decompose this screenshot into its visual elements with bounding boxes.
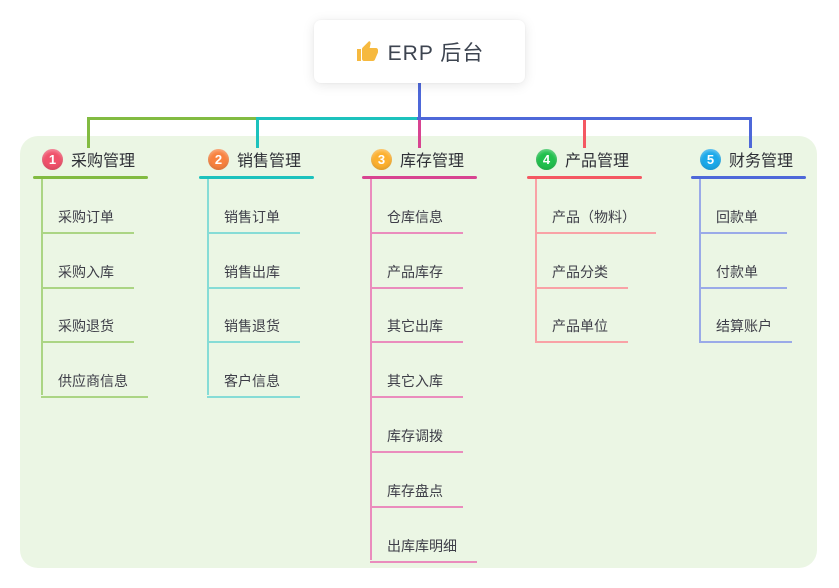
- connector-bar-segment: [86, 117, 259, 120]
- item-label: 供应商信息: [58, 373, 128, 390]
- item-node[interactable]: 产品（物料）: [535, 179, 656, 234]
- item-label: 回款单: [716, 208, 758, 225]
- branch-vertical-line: [535, 179, 537, 341]
- connector-drop: [86, 117, 90, 148]
- item-node[interactable]: 付款单: [699, 234, 787, 289]
- item-label: 采购订单: [58, 208, 114, 225]
- item-label: 采购退货: [58, 318, 114, 335]
- item-node[interactable]: 采购入库: [41, 234, 134, 289]
- item-node[interactable]: 产品单位: [535, 289, 628, 344]
- branch-label: 采购管理: [71, 153, 136, 170]
- item-node[interactable]: 仓库信息: [370, 179, 463, 234]
- branches-panel: [20, 136, 817, 568]
- item-label: 其它入库: [387, 373, 443, 390]
- item-node[interactable]: 其它入库: [370, 343, 463, 399]
- item-node[interactable]: 产品库存: [370, 234, 463, 289]
- branch-items: 产品（物料） 产品分类 产品单位: [527, 179, 697, 344]
- item-label: 采购入库: [58, 263, 114, 280]
- connector-drop: [417, 120, 421, 148]
- item-label: 客户信息: [224, 373, 280, 390]
- branch-header[interactable]: 2 销售管理: [199, 148, 369, 170]
- branch-vertical-line: [41, 179, 43, 396]
- branch-items: 销售订单 销售出库 销售退货 客户信息: [199, 179, 369, 399]
- item-label: 库存调拨: [387, 427, 443, 444]
- root-title: ERP 后台: [387, 41, 485, 65]
- branch-label: 产品管理: [565, 153, 630, 170]
- item-node[interactable]: 销售出库: [207, 234, 300, 289]
- branch-number-badge: 2: [208, 148, 229, 170]
- item-label: 销售出库: [224, 263, 280, 280]
- item-label: 产品（物料）: [552, 208, 636, 225]
- branch-items: 采购订单 采购入库 采购退货 供应商信息: [33, 179, 203, 399]
- branch-node-3: 3 库存管理 仓库信息 产品库存 其它出库 其它入库 库存调拨 库存盘点 出库库…: [362, 148, 532, 563]
- branch-header[interactable]: 1 采购管理: [33, 148, 203, 170]
- connector-drop: [748, 117, 752, 148]
- connector-drop: [255, 117, 259, 148]
- item-node[interactable]: 回款单: [699, 179, 787, 234]
- item-label: 其它出库: [387, 318, 443, 335]
- connector-bar-segment: [255, 117, 421, 120]
- branch-underline: [527, 176, 642, 179]
- branch-header[interactable]: 3 库存管理: [362, 148, 532, 170]
- item-label: 销售退货: [224, 318, 280, 335]
- branch-node-5: 5 财务管理 回款单 付款单 结算账户: [691, 148, 839, 344]
- item-label: 出库库明细: [387, 537, 457, 554]
- item-label: 产品库存: [387, 263, 443, 280]
- branch-number-badge: 5: [700, 148, 721, 170]
- branch-node-1: 1 采购管理 采购订单 采购入库 采购退货 供应商信息: [33, 148, 203, 399]
- branch-vertical-line: [207, 179, 209, 396]
- item-label: 产品单位: [552, 318, 608, 335]
- item-node[interactable]: 供应商信息: [41, 343, 148, 399]
- branch-number-badge: 3: [371, 148, 392, 170]
- item-node[interactable]: 采购退货: [41, 289, 134, 344]
- branch-label: 销售管理: [237, 153, 302, 170]
- branch-label: 财务管理: [729, 153, 794, 170]
- item-node[interactable]: 采购订单: [41, 179, 134, 234]
- item-node[interactable]: 出库库明细: [370, 508, 477, 563]
- branch-underline: [691, 176, 806, 179]
- item-node[interactable]: 客户信息: [207, 343, 300, 399]
- item-label: 结算账户: [716, 318, 772, 335]
- item-label: 付款单: [716, 263, 758, 280]
- item-node[interactable]: 产品分类: [535, 234, 628, 289]
- item-node[interactable]: 库存盘点: [370, 453, 463, 508]
- item-label: 产品分类: [552, 263, 608, 280]
- item-label: 销售订单: [224, 208, 280, 225]
- branch-underline: [199, 176, 314, 179]
- branch-number-badge: 4: [536, 148, 557, 170]
- branch-vertical-line: [699, 179, 701, 341]
- item-label: 库存盘点: [387, 482, 443, 499]
- connector-trunk: [417, 83, 421, 120]
- branch-header[interactable]: 5 财务管理: [691, 148, 839, 170]
- root-node[interactable]: ERP 后台: [314, 20, 525, 83]
- branch-node-4: 4 产品管理 产品（物料） 产品分类 产品单位: [527, 148, 697, 344]
- item-node[interactable]: 其它出库: [370, 289, 463, 344]
- connector-bar-segment: [417, 117, 752, 120]
- item-node[interactable]: 销售订单: [207, 179, 300, 234]
- branch-underline: [33, 176, 148, 179]
- branch-items: 仓库信息 产品库存 其它出库 其它入库 库存调拨 库存盘点 出库库明细: [362, 179, 532, 563]
- branch-number-badge: 1: [42, 148, 63, 170]
- branch-label: 库存管理: [400, 153, 465, 170]
- branch-header[interactable]: 4 产品管理: [527, 148, 697, 170]
- branch-vertical-line: [370, 179, 372, 560]
- item-node[interactable]: 库存调拨: [370, 398, 463, 453]
- thumbs-up-icon: [356, 40, 378, 61]
- branch-underline: [362, 176, 477, 179]
- branch-items: 回款单 付款单 结算账户: [691, 179, 839, 344]
- branch-node-2: 2 销售管理 销售订单 销售出库 销售退货 客户信息: [199, 148, 369, 399]
- item-label: 仓库信息: [387, 208, 443, 225]
- connector-drop: [582, 120, 586, 148]
- item-node[interactable]: 销售退货: [207, 289, 300, 344]
- item-node[interactable]: 结算账户: [699, 289, 792, 344]
